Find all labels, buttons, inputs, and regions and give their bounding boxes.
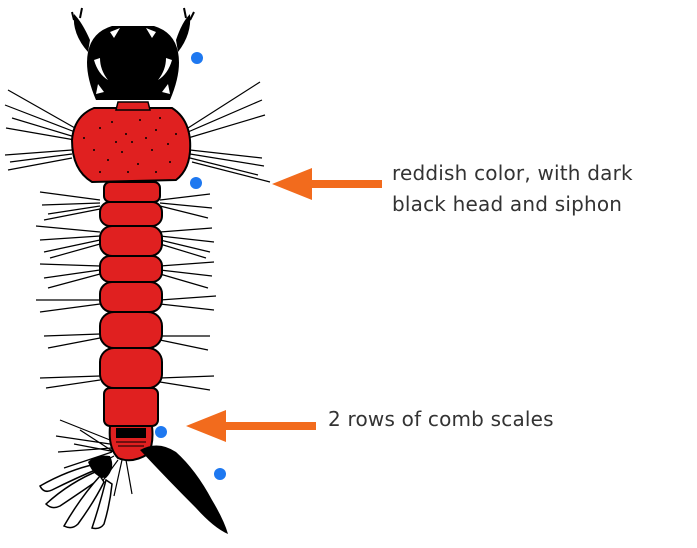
larva-siphon — [140, 445, 228, 534]
arrow-left-icon — [272, 168, 382, 200]
larva-head — [72, 8, 194, 100]
annotation-line: black head and siphon — [392, 189, 633, 220]
annotation-line: 2 rows of comb scales — [328, 404, 554, 435]
annotation-body-color: reddish color, with dark black head and … — [392, 158, 633, 220]
arrow-left-icon — [186, 410, 316, 442]
annotation-comb-scales: 2 rows of comb scales — [328, 404, 554, 435]
larva-abdomen — [100, 182, 162, 426]
annotation-line: reddish color, with dark — [392, 158, 633, 189]
larva-thorax — [72, 102, 190, 182]
